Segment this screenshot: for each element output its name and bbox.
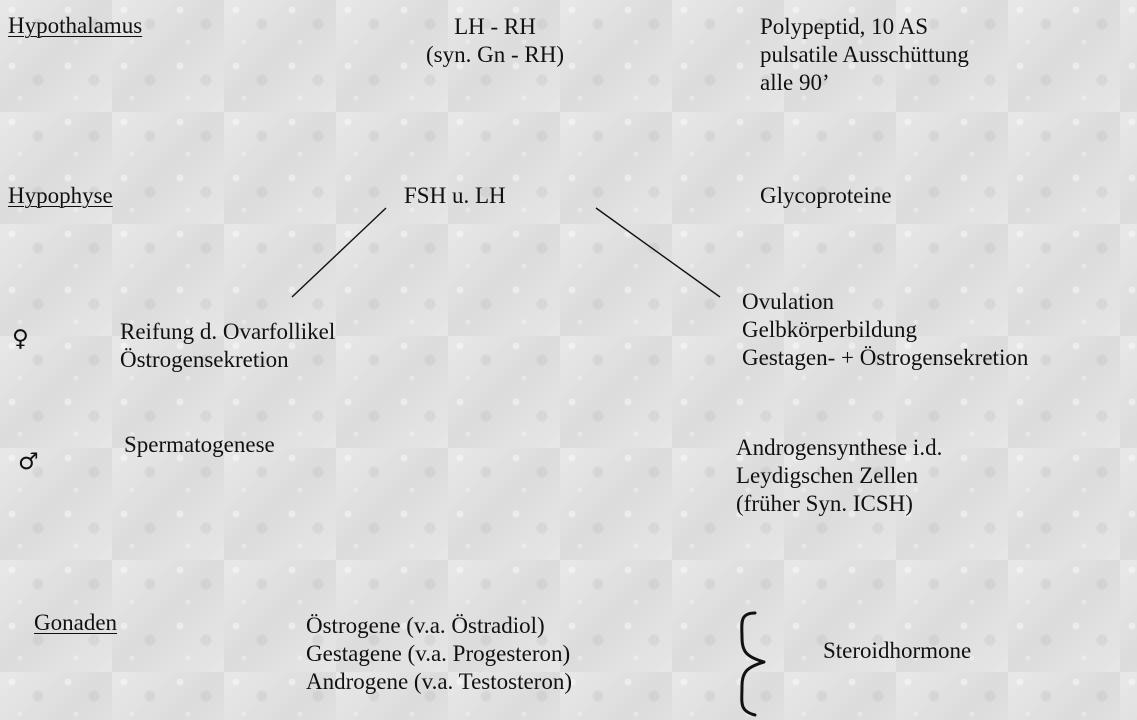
male-symbol-icon: ♂	[18, 449, 39, 475]
steroid-hormone-group-label: Steroidhormone	[823, 638, 972, 663]
hypophyse-description: Glycoproteine	[760, 183, 892, 208]
gonadal-hormones: Östrogene (v.a. Östradiol) Gestagene (v.…	[306, 612, 572, 696]
right-curly-brace-icon	[740, 611, 766, 717]
female-lh-effects: Ovulation Gelbkörperbildung Gestagen- + …	[742, 288, 1028, 372]
hypothalamus-hormone: LH - RH (syn. Gn - RH)	[385, 13, 605, 69]
male-lh-line-2: Leydigschen Zellen	[736, 463, 919, 488]
hypophyse-hormones: FSH u. LH	[404, 183, 506, 208]
gonadal-hormone-2: Gestagene (v.a. Progesteron)	[306, 641, 571, 666]
male-lh-line-3: (früher Syn. ICSH)	[736, 491, 913, 516]
gonadal-hormone-1: Östrogene (v.a. Östradiol)	[306, 613, 545, 638]
hypophyse-label: Hypophyse	[8, 183, 113, 208]
female-lh-line-2: Gelbkörperbildung	[742, 317, 918, 342]
female-fsh-effects: Reifung d. Ovarfollikel Östrogensekretio…	[120, 318, 335, 374]
hypothalamus-hormone-line-2: (syn. Gn - RH)	[426, 42, 564, 67]
hypothalamus-hormone-line-1: LH - RH	[454, 14, 536, 39]
hypothalamus-label: Hypothalamus	[8, 13, 143, 38]
female-lh-line-1: Ovulation	[742, 289, 834, 314]
gonadal-hormone-3: Androgene (v.a. Testosteron)	[306, 669, 573, 694]
female-fsh-line-1: Reifung d. Ovarfollikel	[120, 319, 336, 344]
fsh-connector-line	[291, 207, 387, 298]
gonaden-label: Gonaden	[34, 610, 118, 635]
hypothalamus-description-line-3: alle 90’	[760, 70, 830, 95]
female-fsh-line-2: Östrogensekretion	[120, 347, 289, 372]
hypothalamus-description-line-1: Polypeptid, 10 AS	[760, 14, 929, 39]
male-fsh-effect: Spermatogenese	[124, 432, 275, 457]
hypothalamus-description-line-2: pulsatile Ausschüttung	[760, 42, 969, 67]
female-symbol-icon: ♀	[12, 326, 29, 352]
female-lh-line-3: Gestagen- + Östrogensekretion	[742, 345, 1029, 370]
hypothalamus-description: Polypeptid, 10 AS pulsatile Ausschüttung…	[760, 13, 969, 97]
lh-connector-line	[595, 207, 721, 298]
male-lh-line-1: Androgensynthese i.d.	[736, 435, 943, 460]
male-lh-effects: Androgensynthese i.d. Leydigschen Zellen…	[736, 434, 942, 518]
